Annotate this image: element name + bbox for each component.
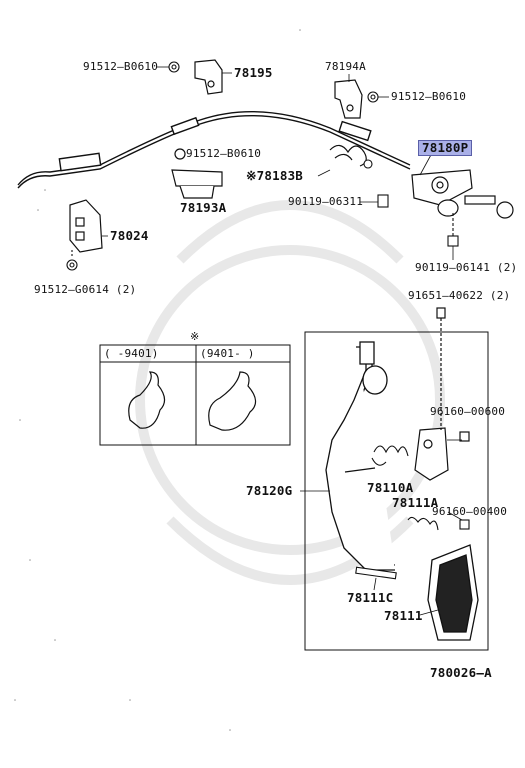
part-91512-B0610-mid[interactable]: 91512–B0610 xyxy=(186,147,262,160)
part-96160-00600[interactable]: 96160–00600 xyxy=(430,405,506,418)
bolt-06141-shape xyxy=(447,213,459,247)
inset-asterisk: ※ xyxy=(190,330,200,343)
pedal-pad-78111-shape xyxy=(427,544,479,641)
bolt-06311-shape xyxy=(377,194,389,208)
clip-78183B-shape xyxy=(329,144,367,167)
part-78024[interactable]: 78024 xyxy=(110,228,149,243)
part-90119-06311[interactable]: 90119–06311 xyxy=(288,195,364,208)
bracket-78194A-shape xyxy=(334,79,363,119)
spring-78111A-shape xyxy=(407,516,470,531)
part-78194A[interactable]: 78194A xyxy=(325,60,366,73)
part-78111A[interactable]: 78111A xyxy=(392,495,439,510)
part-91512-B0610-top-left[interactable]: 91512–B0610 xyxy=(83,60,159,73)
part-78183B[interactable]: ※78183B xyxy=(246,168,304,183)
bracket-78193A-shape xyxy=(171,148,223,199)
inset-column-2-header: (9401- ) xyxy=(200,347,255,360)
part-78110A[interactable]: 78110A xyxy=(367,480,414,495)
bolt-top-left-shape xyxy=(168,61,180,73)
accelerator-cable xyxy=(17,110,411,189)
scan-dots xyxy=(14,29,301,731)
cable-end-78180P-shape xyxy=(411,169,514,219)
part-78120G[interactable]: 78120G xyxy=(246,483,293,498)
part-91512-B0610-top-right[interactable]: 91512–B0610 xyxy=(391,90,467,103)
part-91651-40622[interactable]: 91651–40622 (2) xyxy=(408,289,511,302)
part-78193A[interactable]: 78193A xyxy=(180,200,227,215)
bolt-top-right-shape xyxy=(367,91,379,103)
part-91512-G0614[interactable]: 91512–G0614 (2) xyxy=(34,283,137,296)
part-90119-06141[interactable]: 90119–06141 (2) xyxy=(415,261,518,274)
pedal-arm-78120G-shape xyxy=(325,341,395,571)
clip-small-shape xyxy=(363,159,373,169)
part-78111[interactable]: 78111 xyxy=(384,608,423,623)
bolt-78024-shape xyxy=(66,250,78,271)
part-96160-00400[interactable]: 96160–00400 xyxy=(432,505,508,518)
part-78111C[interactable]: 78111C xyxy=(347,590,394,605)
bracket-78024-shape xyxy=(69,199,103,253)
pin-78111C-shape xyxy=(355,566,397,580)
leader-lines xyxy=(102,66,463,616)
inset-table xyxy=(99,344,291,446)
plate-shape xyxy=(414,307,470,481)
part-78195[interactable]: 78195 xyxy=(234,65,273,80)
bracket-78195-shape xyxy=(194,59,223,95)
part-78180P-highlighted[interactable]: 78180P xyxy=(418,140,473,156)
diagram-code: 780026–A xyxy=(430,665,492,680)
inset-column-1-header: ( -9401) xyxy=(104,347,159,360)
spring-78110A-shape xyxy=(371,445,409,466)
